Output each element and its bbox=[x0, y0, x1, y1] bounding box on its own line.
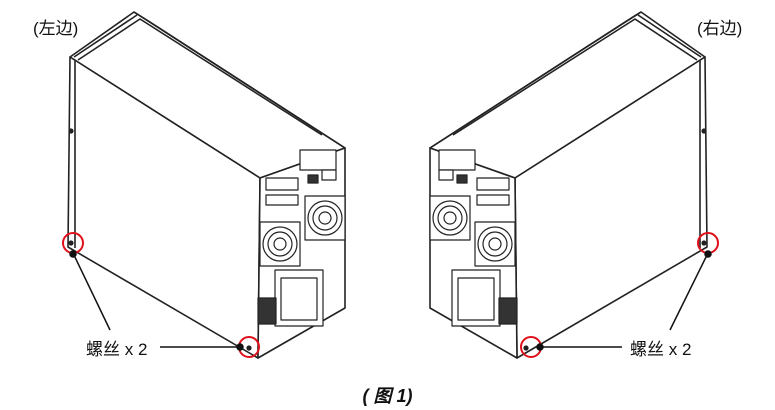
leader-right bbox=[536, 250, 712, 351]
fan-left-1 bbox=[259, 221, 301, 267]
left-side-label: (左边) bbox=[33, 19, 79, 38]
screw-label-left: 螺丝 x 2 bbox=[86, 340, 148, 359]
ups-unit-right bbox=[429, 11, 708, 359]
fan-right-1 bbox=[474, 221, 516, 267]
figure-caption: ( 图 1) bbox=[362, 386, 413, 406]
rear-panel-right bbox=[429, 149, 518, 327]
fan-right-2 bbox=[429, 195, 471, 241]
screw-label-right: 螺丝 x 2 bbox=[630, 340, 692, 359]
leader-left bbox=[69, 250, 244, 351]
rear-panel-left bbox=[257, 149, 346, 327]
ups-unit-left bbox=[67, 11, 346, 359]
fan-left-2 bbox=[304, 195, 346, 241]
right-side-label: (右边) bbox=[697, 19, 743, 38]
